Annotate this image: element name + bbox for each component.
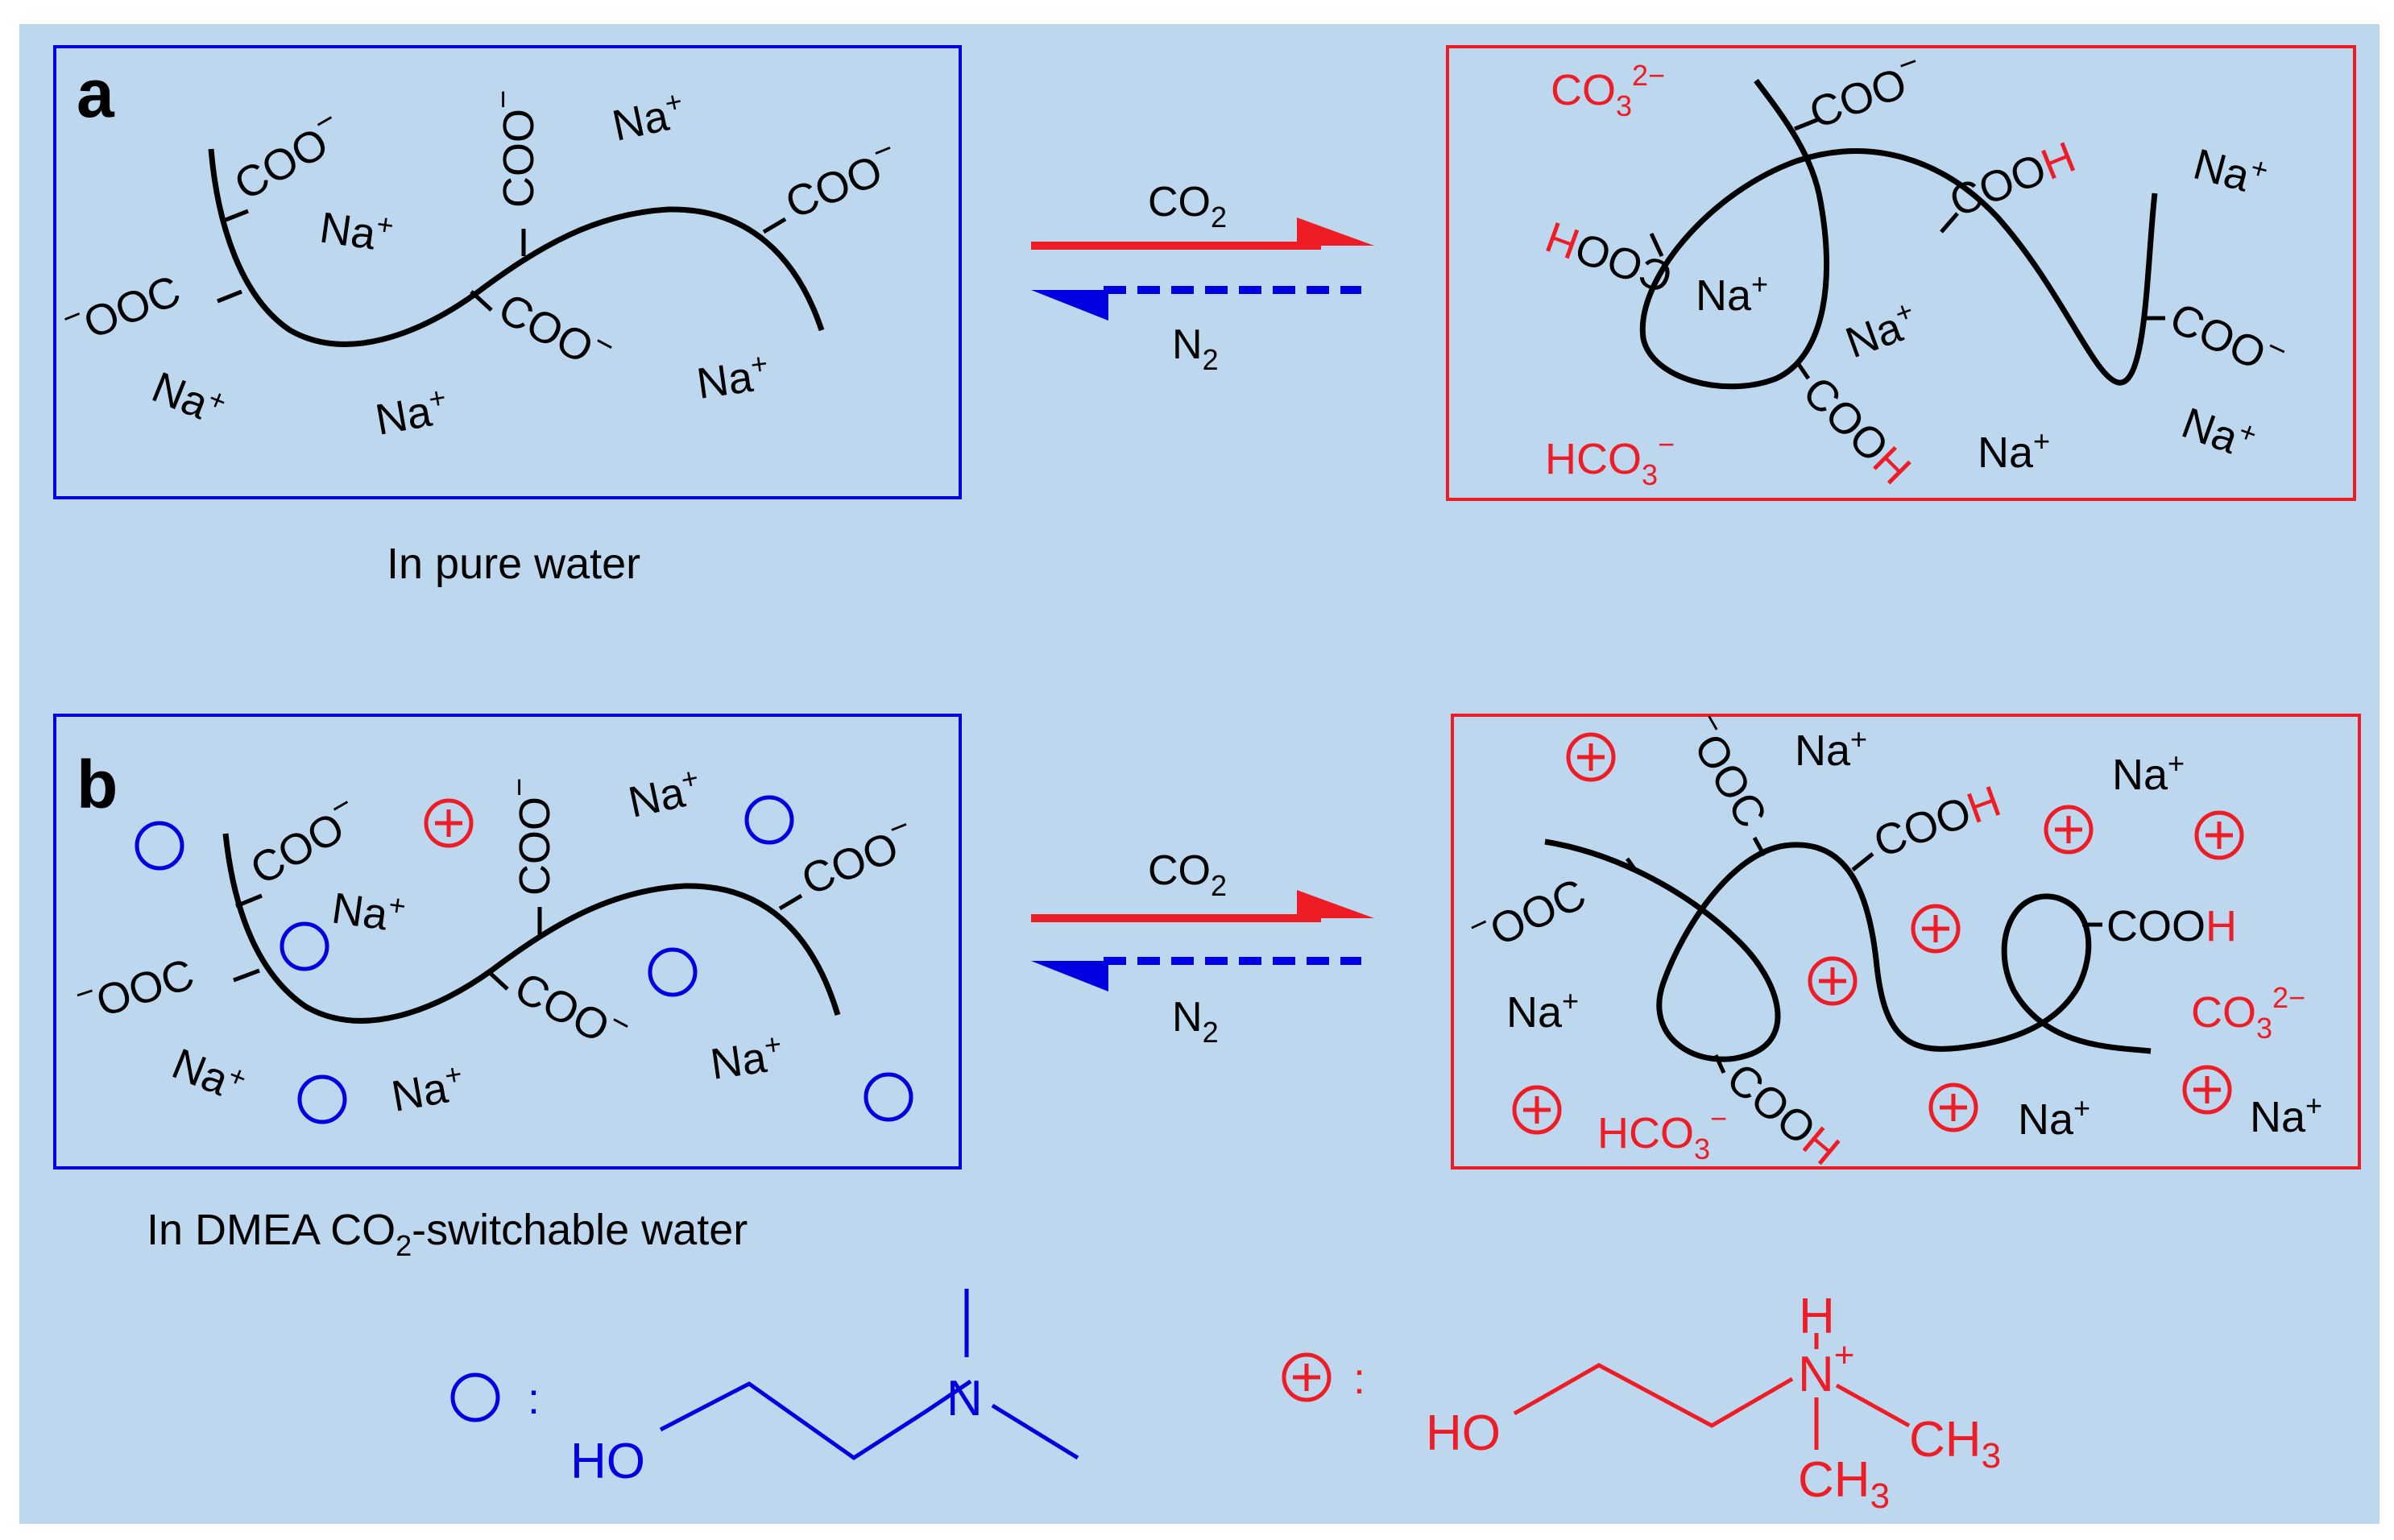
sodium-ion: Na+ — [623, 760, 706, 826]
sodium-ion: Na+ — [371, 380, 452, 445]
carboxylate-label: COO− — [486, 90, 543, 208]
reverse-arrowhead — [1031, 961, 1108, 991]
panel-b-caption: In DMEA CO2-switchable water — [147, 1206, 748, 1262]
sodium-ion: Na+ — [1795, 722, 1867, 775]
panel-b-left-box — [53, 714, 962, 1169]
bicarbonate-ion: HCO3− — [1597, 1102, 1727, 1165]
dmeah-structure: HO H N+ CH3 CH3 — [1426, 1289, 2001, 1516]
carboxylic-acid-label: COOH — [2106, 902, 2237, 950]
dmea-protonated-markers — [424, 798, 474, 848]
sodium-ion: Na+ — [1978, 424, 2050, 477]
carbonate-ion: CO32− — [1551, 59, 1665, 122]
forward-gas-label: CO2 — [1148, 179, 1227, 234]
dmea-protonated-markers — [1512, 732, 2244, 1135]
panel-a-equilibrium-arrows: CO2 N2 — [1031, 179, 1374, 376]
legend-colon: : — [528, 1375, 540, 1423]
sodium-ion: Na+ — [1506, 984, 1579, 1037]
sodium-ion: Na+ — [1696, 267, 1768, 320]
forward-arrowhead — [1297, 217, 1374, 246]
panel-a-collapsed-chain — [1639, 78, 2158, 390]
panel-b-right-side-groups — [1625, 836, 2102, 1074]
sodium-ion: Na+ — [2112, 747, 2185, 799]
panel-b-polymer-chain — [222, 833, 841, 1024]
sodium-ion: Na+ — [317, 200, 396, 262]
sodium-ion: Na+ — [607, 84, 690, 150]
dmea-legend-marker — [450, 1372, 500, 1422]
dmeah-methyl: CH3 — [1909, 1412, 2001, 1476]
dmea-neutral-markers — [135, 795, 913, 1124]
reverse-gas-label: N2 — [1172, 994, 1219, 1049]
dmeah-hydroxyl: HO — [1426, 1405, 1501, 1461]
panel-b-collapsed-chain — [1544, 838, 2152, 1062]
panel-a-letter: a — [77, 56, 115, 131]
reverse-gas-label: N2 — [1172, 321, 1219, 376]
panel-b-equilibrium-arrows: CO2 N2 — [1031, 847, 1374, 1049]
panel-b-letter: b — [77, 747, 118, 822]
dmeah-methyl: CH3 — [1798, 1452, 1890, 1516]
panel-a-right-box — [1446, 45, 2356, 501]
carboxylate-label: COO− — [502, 778, 559, 896]
forward-gas-label: CO2 — [1148, 847, 1227, 902]
panel-a-right-side-groups — [1649, 117, 2165, 380]
legend-colon: : — [1353, 1355, 1365, 1403]
panel-a-left-box — [53, 45, 962, 499]
reverse-arrowhead — [1031, 290, 1108, 321]
panel-a-side-groups — [217, 209, 787, 312]
panel-b-side-groups — [233, 893, 803, 991]
carbonate-ion: CO32− — [2191, 981, 2305, 1045]
dmeah-legend-marker — [1282, 1352, 1332, 1402]
panel-a-caption: In pure water — [387, 540, 640, 588]
dmea-structure: HO N — [570, 1289, 1079, 1489]
dmea-nitrogen: N — [946, 1371, 983, 1426]
sodium-ion: Na+ — [329, 880, 408, 942]
dmeah-hydrogen: H — [1799, 1289, 1835, 1344]
dmeah-nitrogen: N+ — [1798, 1335, 1854, 1402]
bicarbonate-ion: HCO3− — [1545, 428, 1675, 491]
sodium-ion: Na+ — [707, 1027, 786, 1089]
sodium-ion: Na+ — [2250, 1089, 2322, 1141]
diagram-background — [19, 24, 2380, 1524]
forward-arrowhead — [1297, 890, 1374, 918]
legend: : HO N : HO H N+ CH3 CH3 — [450, 1289, 2001, 1516]
sodium-ion: Na+ — [387, 1057, 468, 1121]
panel-b-right-box — [1451, 714, 2361, 1169]
dmea-hydroxyl: HO — [570, 1434, 645, 1489]
sodium-ion: Na+ — [2018, 1091, 2090, 1144]
